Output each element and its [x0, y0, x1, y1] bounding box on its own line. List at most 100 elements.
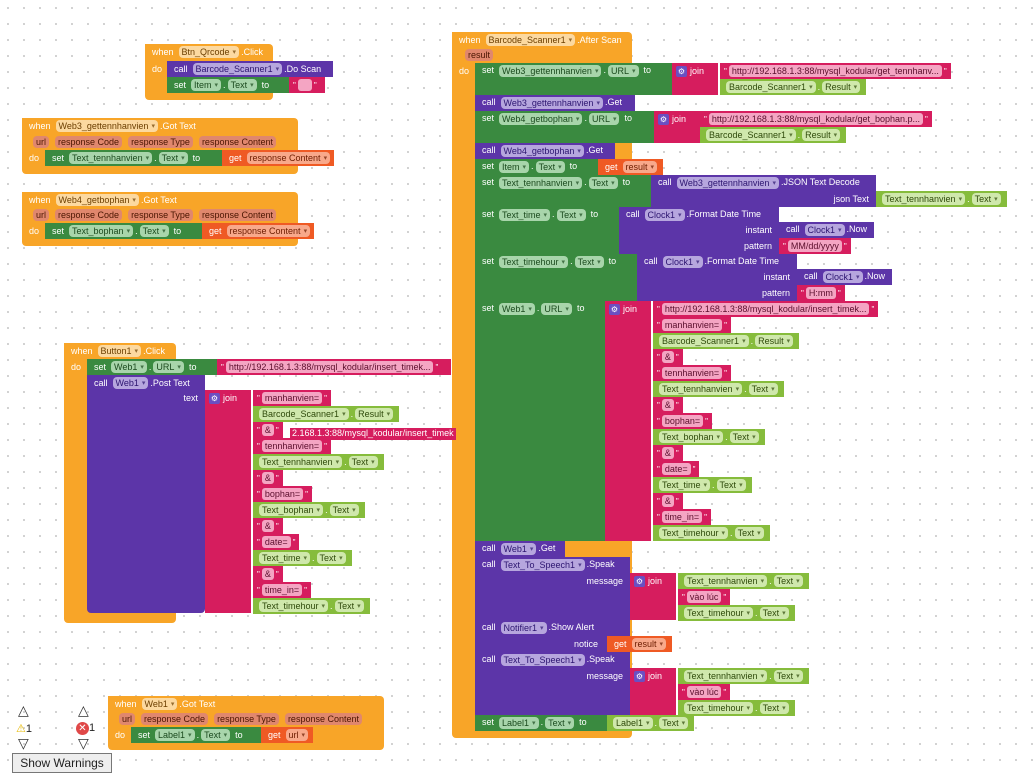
component-dropdown[interactable]: Text_tennhanvien	[259, 456, 343, 468]
component-dropdown[interactable]: Clock1	[804, 224, 845, 236]
gear-icon[interactable]: ⚙	[609, 303, 620, 315]
component-dropdown[interactable]: Text_timehour	[659, 527, 729, 539]
text-block[interactable]: "bophan="	[653, 413, 712, 429]
component-dropdown[interactable]: Barcode_Scanner1	[192, 63, 283, 75]
text-block[interactable]: "manhanvien="	[653, 317, 731, 333]
string-value[interactable]: http://192.168.1.3:88/mysql_kodular/get_…	[708, 113, 923, 125]
property-dropdown[interactable]: Text	[535, 161, 565, 173]
set-text-bophan[interactable]: set Text_bophan . Text to	[45, 223, 203, 239]
property-dropdown[interactable]: Text	[759, 702, 789, 714]
string-value[interactable]	[297, 79, 312, 91]
text-block[interactable]: "date="	[653, 461, 700, 477]
component-getter[interactable]: Text_bophan.Text	[653, 429, 765, 445]
gear-icon[interactable]: ⚙	[209, 392, 220, 404]
string-value[interactable]: time_in=	[261, 584, 303, 596]
variable-dropdown[interactable]: result	[622, 161, 658, 173]
text-block[interactable]: "time_in="	[653, 509, 711, 525]
component-dropdown[interactable]: Text_time	[259, 552, 311, 564]
component-dropdown[interactable]: Barcode_Scanner1	[659, 335, 749, 347]
string-value[interactable]: tennhanvien=	[661, 367, 723, 379]
component-getter[interactable]: Barcode_Scanner1.Result	[653, 333, 800, 349]
text-block[interactable]: "bophan="	[253, 486, 312, 502]
component-dropdown[interactable]: Clock1	[644, 209, 685, 221]
text-block[interactable]: "&"	[653, 397, 683, 413]
property-dropdown[interactable]: Text	[734, 527, 764, 539]
call-do-scan[interactable]: call Barcode_Scanner1 .Do Scan	[167, 61, 333, 77]
component-getter[interactable]: Barcode_Scanner1.Result	[720, 79, 867, 95]
text-block[interactable]: "manhanvien="	[253, 390, 331, 406]
component-dropdown[interactable]: Text_tennhanvien	[659, 383, 743, 395]
string-value[interactable]: H:mm	[805, 287, 836, 299]
param-response-type[interactable]: response Type	[128, 136, 193, 148]
param-result[interactable]: result	[465, 49, 494, 61]
gear-icon[interactable]: ⚙	[634, 575, 645, 587]
component-dropdown[interactable]: Label1	[155, 729, 195, 741]
component-dropdown[interactable]: Text_timehour	[684, 702, 754, 714]
text-block[interactable]: "&"	[253, 566, 283, 582]
string-value[interactable]: &	[661, 351, 674, 363]
set-web1-url[interactable]: set Web1 . URL to	[87, 359, 217, 375]
component-dropdown[interactable]: Text_time	[499, 209, 551, 221]
component-dropdown[interactable]: Text_timehour	[684, 607, 754, 619]
component-getter[interactable]: Text_tennhanvien.Text	[678, 668, 809, 684]
text-block[interactable]: "&"	[253, 518, 283, 534]
text-block[interactable]: "&"	[653, 493, 683, 509]
warning-up-arrow[interactable]: △	[18, 702, 29, 718]
component-dropdown[interactable]: Web3_gettennhanvien	[499, 65, 602, 77]
component-getter[interactable]: Barcode_Scanner1.Result	[700, 127, 847, 143]
variable-dropdown[interactable]: response Content	[226, 225, 311, 237]
text-block[interactable]: "&"	[253, 470, 283, 486]
component-dropdown[interactable]: Notifier1	[500, 622, 547, 634]
param-response-content[interactable]: response Content	[284, 713, 362, 725]
text-block[interactable]: "date="	[253, 534, 300, 550]
component-dropdown[interactable]: Item	[191, 79, 222, 91]
property-dropdown[interactable]: Text	[773, 670, 803, 682]
text-block[interactable]: "&"	[253, 422, 283, 438]
component-dropdown[interactable]: Text_timehour	[259, 600, 329, 612]
gear-icon[interactable]: ⚙	[658, 113, 669, 125]
property-dropdown[interactable]: Text	[348, 456, 378, 468]
get-response-content[interactable]: get response Content	[222, 150, 334, 166]
string-value[interactable]: http://192.168.1.3:88/mysql_kodular/inse…	[661, 303, 870, 315]
component-dropdown[interactable]: Btn_Qrcode	[178, 46, 240, 58]
component-dropdown[interactable]: Text_tennhanvien	[684, 575, 768, 587]
property-dropdown[interactable]: Result	[755, 335, 794, 347]
error-down-arrow[interactable]: ▽	[78, 735, 89, 751]
component-dropdown[interactable]: Label1	[499, 717, 539, 729]
property-dropdown[interactable]: URL	[588, 113, 620, 125]
property-dropdown[interactable]: Text	[716, 479, 746, 491]
param-response-content[interactable]: response Content	[198, 136, 276, 148]
component-dropdown[interactable]: Text_tennhanvien	[684, 670, 768, 682]
text-block[interactable]: "vào lúc"	[678, 684, 731, 700]
component-getter[interactable]: Text_tennhanvien.Text	[678, 573, 809, 589]
text-block[interactable]: "tennhanvien="	[653, 365, 731, 381]
text-block[interactable]: "&"	[653, 445, 683, 461]
param-url[interactable]: url	[33, 136, 50, 148]
component-getter[interactable]: Text_tennhanvien.Text	[653, 381, 784, 397]
component-dropdown[interactable]: Web3_gettennhanvien	[500, 97, 603, 109]
property-dropdown[interactable]: Text	[139, 225, 169, 237]
component-dropdown[interactable]: Text_tennhanvien	[882, 193, 966, 205]
text-block[interactable]: "http://192.168.1.3:88/mysql_kodular/ins…	[653, 301, 879, 317]
component-getter[interactable]: Text_tennhanvien.Text	[253, 454, 384, 470]
string-value[interactable]: date=	[261, 536, 291, 548]
property-dropdown[interactable]: Text	[729, 431, 759, 443]
param-url[interactable]: url	[119, 713, 136, 725]
string-value[interactable]: tennhanvien=	[261, 440, 323, 452]
property-dropdown[interactable]: Text	[227, 79, 257, 91]
error-up-arrow[interactable]: △	[78, 702, 89, 718]
component-dropdown[interactable]: Text_bophan	[69, 225, 134, 237]
